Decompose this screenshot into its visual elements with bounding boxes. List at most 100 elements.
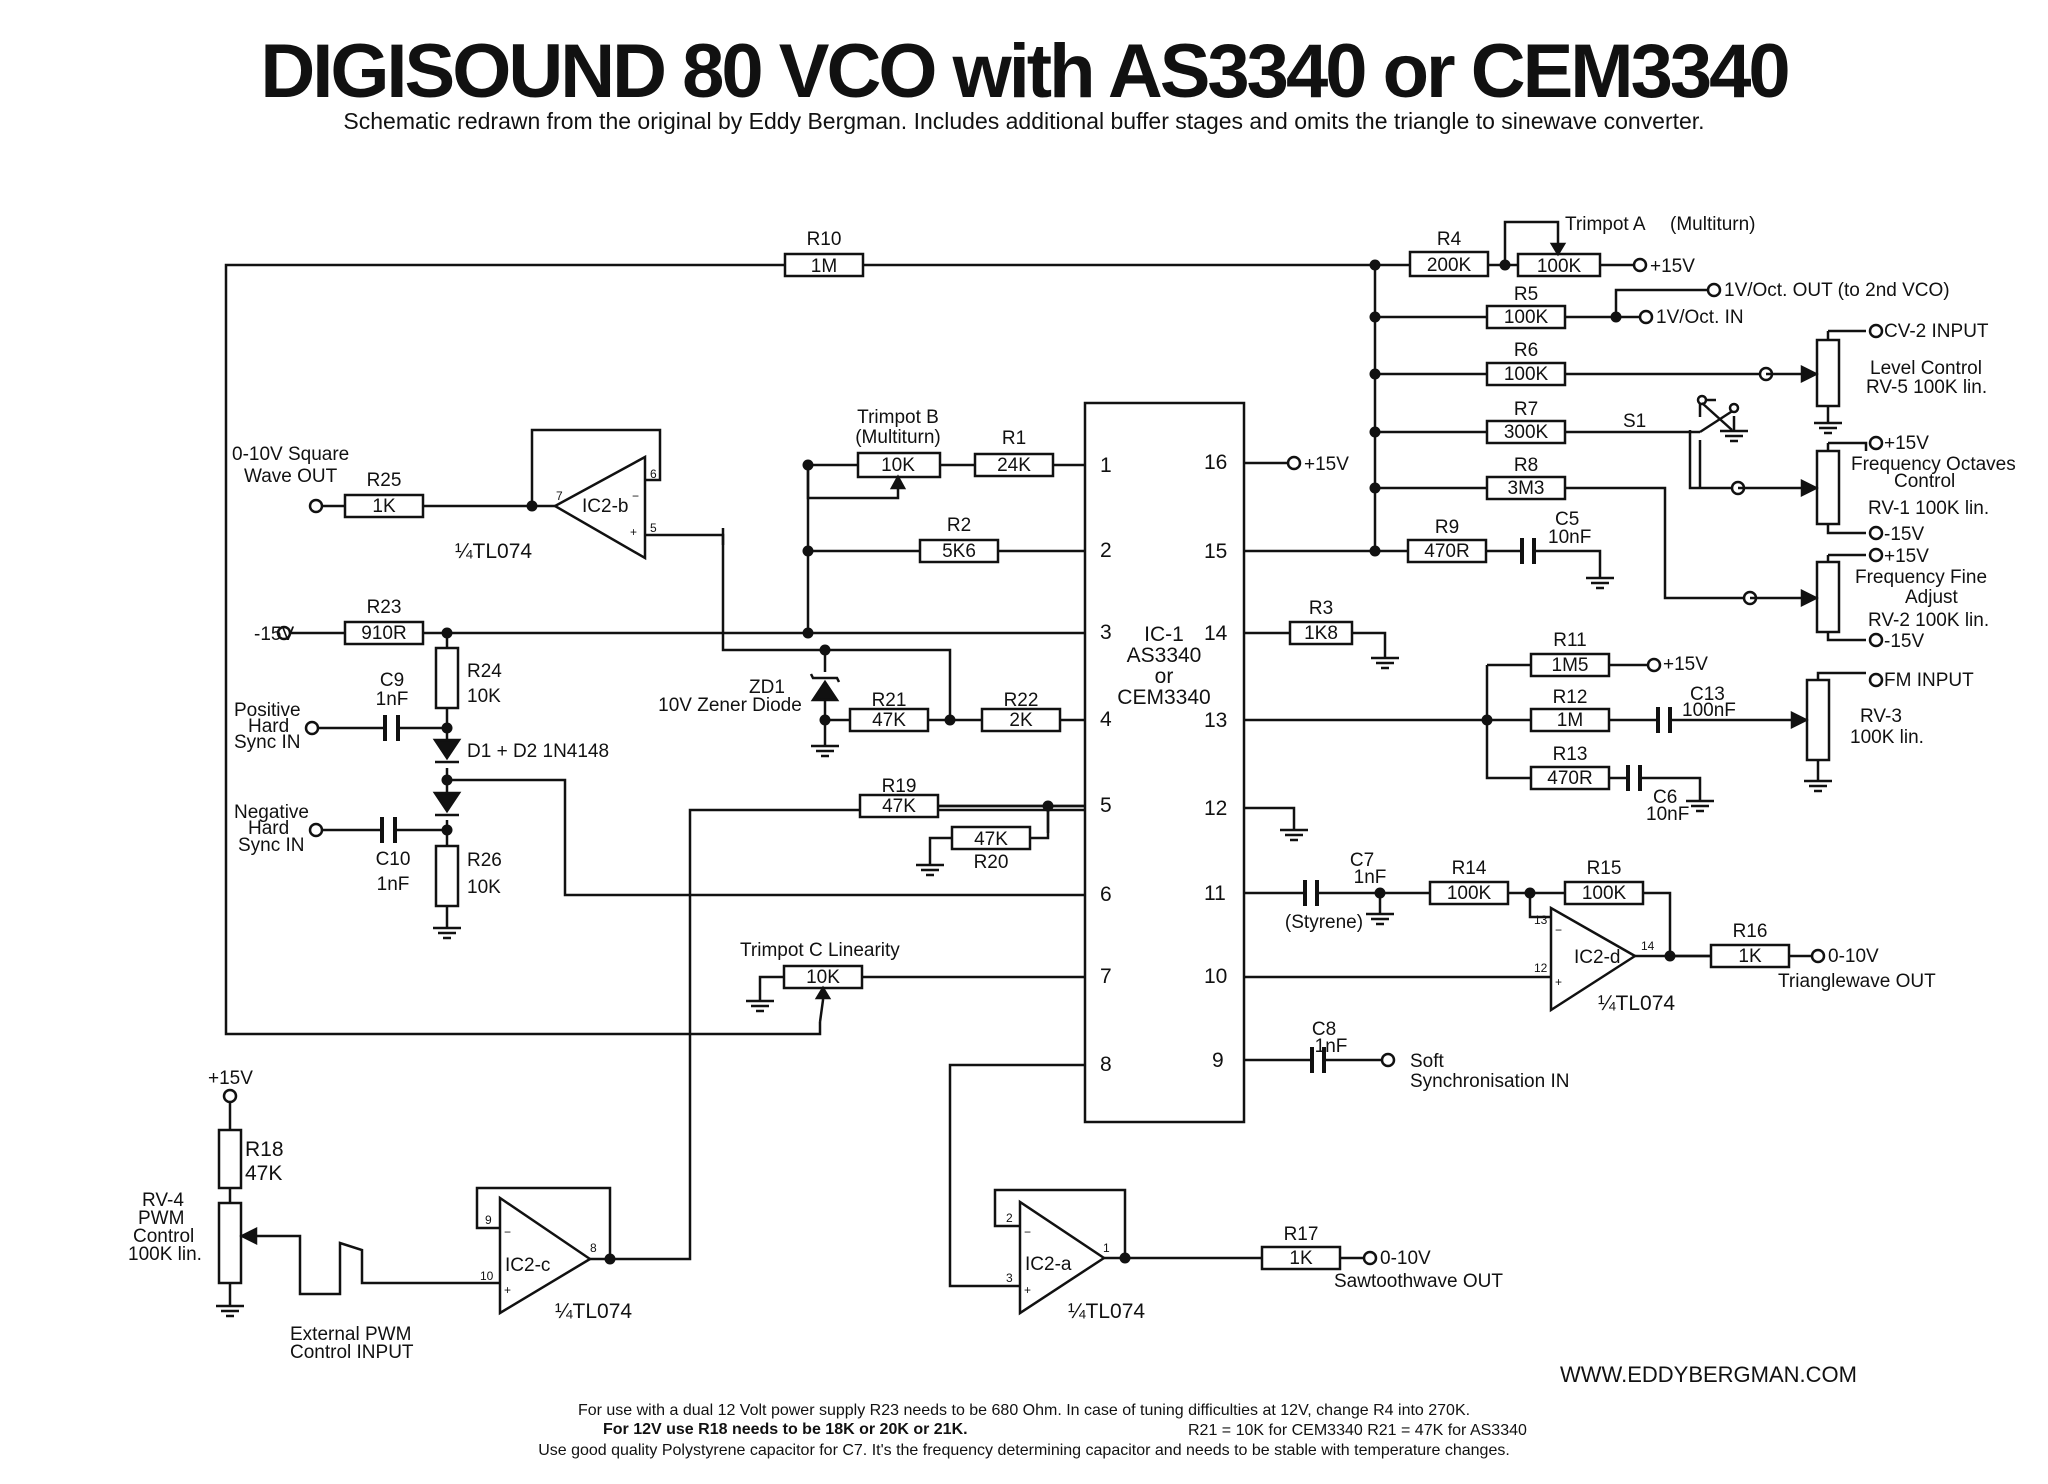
rv2-line2: Adjust (1905, 587, 1959, 608)
trimpot-c-value: 10K (806, 967, 840, 988)
r18-supply: +15V (208, 1068, 253, 1089)
ic1-pin-11: 11 (1204, 882, 1226, 905)
sq-out-line2: Wave OUT (244, 466, 338, 487)
zd1-desc: 10V Zener Diode (658, 695, 802, 716)
soft-sync-line2: Synchronisation IN (1410, 1071, 1569, 1092)
component-labels: R10 1M R4 200K Trimpot A (Multiturn) 100… (245, 214, 1767, 1269)
c5-label: C5 (1555, 509, 1579, 530)
r26-value: 10K (467, 877, 501, 898)
website-url: WWW.EDDYBERGMAN.COM (1560, 1362, 1857, 1387)
r17-label: R17 (1284, 1224, 1319, 1245)
r22-value: 2K (1009, 710, 1033, 731)
r8-label: R8 (1514, 455, 1538, 476)
ic1-part-as: AS3340 (1127, 644, 1202, 667)
ic2d-pin-12: 12 (1534, 961, 1548, 975)
svg-text:+: + (630, 525, 637, 539)
rv2-line3: RV-2 100K lin. (1868, 610, 1989, 631)
ic1-pin-13: 13 (1204, 709, 1227, 732)
r16-value: 1K (1738, 946, 1762, 967)
svg-text:−: − (504, 1225, 511, 1239)
r20-label: R20 (974, 852, 1009, 873)
switch-s1 (1701, 402, 1733, 431)
r6-value: 100K (1504, 364, 1549, 385)
c10-value: 1nF (377, 874, 410, 895)
pos-sync-line2: Hard (248, 716, 289, 737)
ic1-pin-15: 15 (1204, 540, 1227, 563)
rv3-line1: RV-3 (1860, 706, 1902, 727)
zd1-label: ZD1 (749, 677, 785, 698)
r18-label: R18 (245, 1138, 284, 1161)
rv1-line1: Frequency Octaves (1851, 454, 2016, 475)
ic2a-pin-3: 3 (1006, 1271, 1013, 1285)
svg-text:−: − (1024, 1225, 1031, 1239)
capacitors (380, 538, 1672, 1073)
r11-supply: +15V (1663, 654, 1708, 675)
svg-text:+: + (1024, 1283, 1031, 1297)
page-title: DIGISOUND 80 VCO with AS3340 or CEM3340 (260, 29, 1790, 114)
r5-label: R5 (1514, 284, 1538, 305)
r19-value: 47K (882, 796, 916, 817)
rv4-line3: Control (133, 1226, 194, 1247)
ic1-pin-4: 4 (1100, 708, 1112, 731)
note-line-2: For 12V use R18 needs to be 18K or 20K o… (603, 1421, 968, 1438)
ic2a-pin-1: 1 (1103, 1241, 1110, 1255)
c5-value: 10nF (1548, 527, 1591, 548)
r5-value: 100K (1504, 307, 1549, 328)
r17-value: 1K (1289, 1248, 1313, 1269)
r13-value: 470R (1547, 768, 1592, 789)
ic2b-part: ¼TL074 (455, 540, 532, 563)
r11-label: R11 (1553, 630, 1586, 651)
ic2b-name: IC2-b (582, 496, 628, 517)
ic2c-pin-8: 8 (590, 1241, 597, 1255)
ic1-pin-1: 1 (1100, 454, 1112, 477)
trimpot-a-supply: +15V (1650, 256, 1695, 277)
opamp-labels: IC2-b ¼TL074 7 6 5 −+ IC2-c ¼TL074 9 10 … (455, 467, 1675, 1323)
pin16-supply: +15V (1304, 454, 1349, 475)
ic1-pin-3: 3 (1100, 621, 1112, 644)
ic2b-pin-6: 6 (650, 467, 657, 481)
cv2-input-label: CV-2 INPUT (1884, 321, 1989, 342)
saw-out-label: Sawtoothwave OUT (1334, 1271, 1503, 1292)
pos-sync-line3: Sync IN (234, 732, 301, 753)
r3-value: 1K8 (1304, 623, 1338, 644)
ic1-part-cem: CEM3340 (1117, 686, 1210, 709)
r25-label: R25 (367, 470, 402, 491)
rv2-supply-neg: -15V (1884, 631, 1924, 652)
rv4-line1: RV-4 (142, 1190, 184, 1211)
ic1-chip: IC-1 AS3340 or CEM3340 1 2 3 4 5 6 7 8 9… (1083, 401, 1246, 1124)
r3-label: R3 (1309, 598, 1333, 619)
oct-in-label: 1V/Oct. IN (1656, 307, 1744, 328)
rv1-line2: Control (1894, 471, 1955, 492)
r25-value: 1K (372, 496, 396, 517)
rv1-supply-pos: +15V (1884, 433, 1929, 454)
oct-out-label: 1V/Oct. OUT (to 2nd VCO) (1724, 280, 1950, 301)
rv4-line4: 100K lin. (128, 1244, 202, 1265)
c13-value: 100nF (1682, 700, 1736, 721)
ic2a-name: IC2-a (1025, 1254, 1072, 1275)
r18-value: 47K (245, 1162, 282, 1185)
r15-label: R15 (1587, 858, 1622, 879)
r2-value: 5K6 (942, 541, 976, 562)
page-subtitle: Schematic redrawn from the original by E… (343, 108, 1705, 134)
neg-sync-line1: Negative (234, 802, 309, 823)
ic2a-pin-2: 2 (1006, 1211, 1013, 1225)
rv5-line1: Level Control (1870, 358, 1982, 379)
svg-text:−: − (632, 489, 639, 503)
r21-value: 47K (872, 710, 906, 731)
c10-label: C10 (376, 849, 411, 870)
note-line-1: For use with a dual 12 Volt power supply… (577, 1402, 1471, 1419)
r4-value: 200K (1427, 255, 1472, 276)
ic2d-pin-13: 13 (1534, 913, 1548, 927)
c7-note: (Styrene) (1285, 912, 1363, 933)
tri-out-label: Trianglewave OUT (1778, 971, 1936, 992)
r9-label: R9 (1435, 517, 1459, 538)
ic1-pin-14: 14 (1204, 622, 1228, 645)
r14-value: 100K (1447, 883, 1492, 904)
r7-label: R7 (1514, 399, 1538, 420)
ic1-pin-12: 12 (1204, 797, 1227, 820)
pwm-in-line2: Control INPUT (290, 1342, 414, 1363)
c13-label: C13 (1690, 684, 1725, 705)
r2-label: R2 (947, 515, 971, 536)
pot-wipers (239, 242, 1819, 1246)
